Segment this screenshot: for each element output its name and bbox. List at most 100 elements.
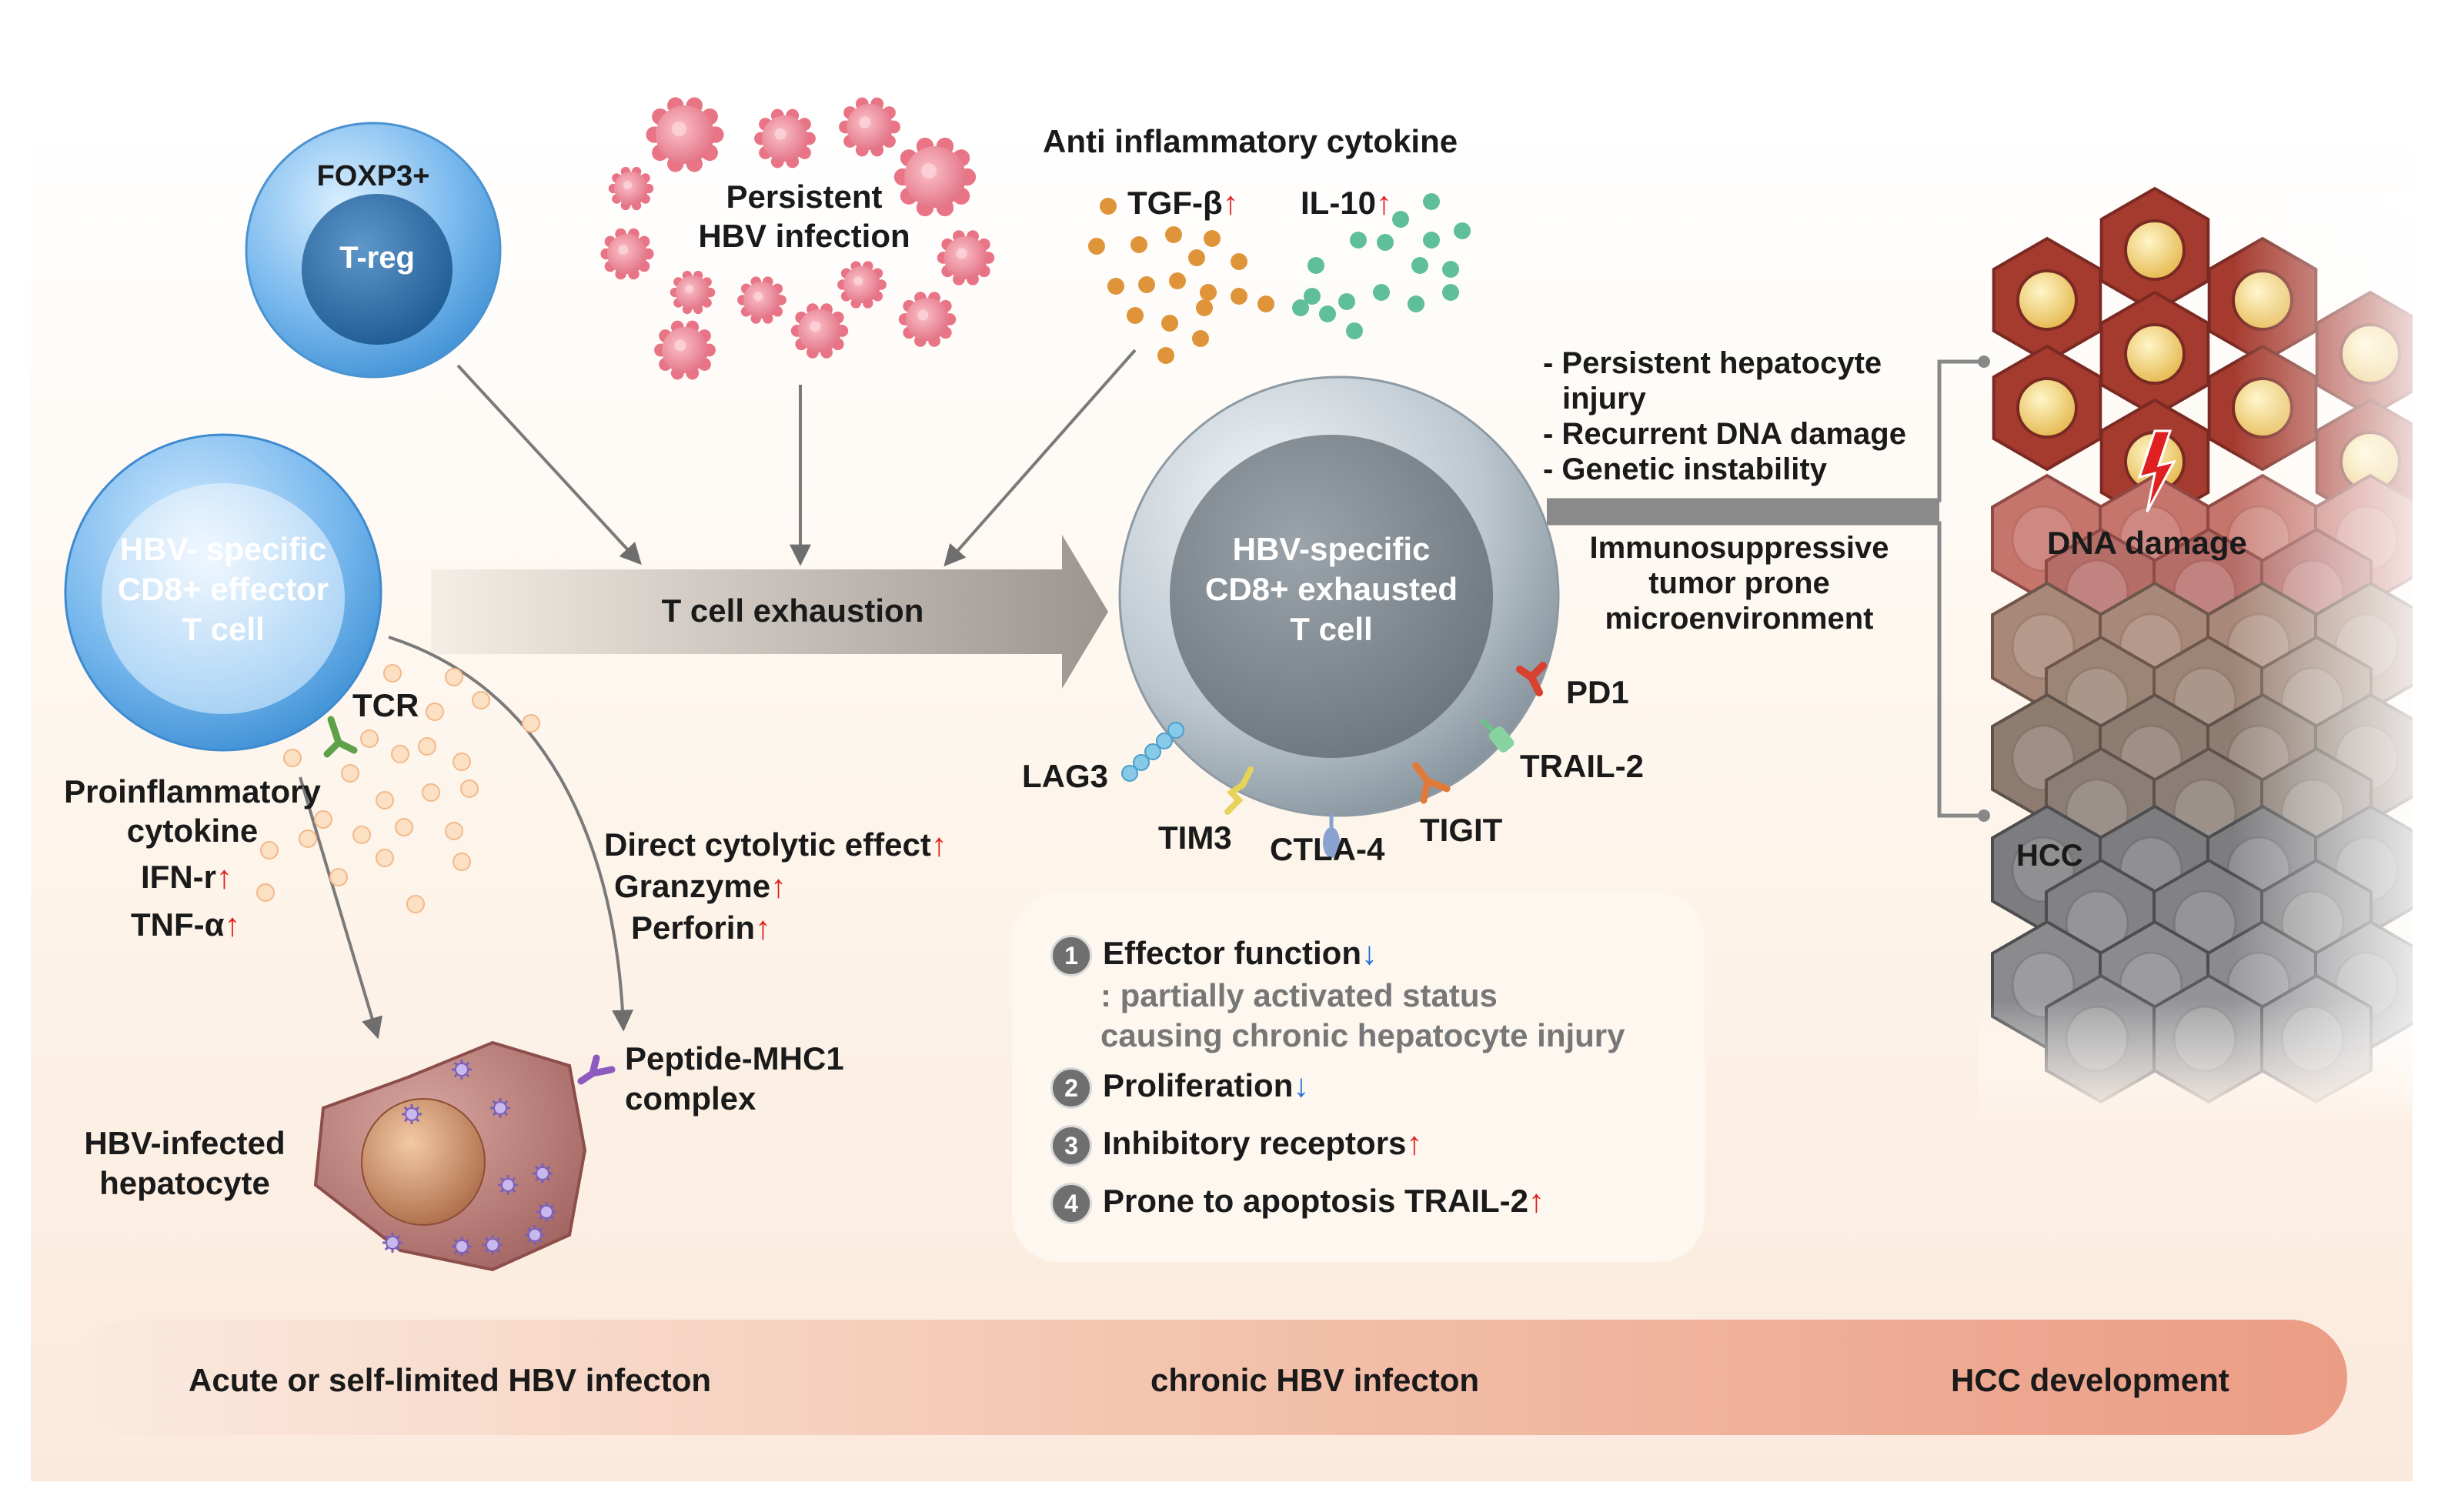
proinflammatory-dot (314, 810, 332, 829)
hcc-label: HCC (2016, 839, 2083, 873)
hepatocyte-virus (382, 1233, 402, 1253)
tgf-dot (1200, 284, 1217, 301)
tgf-dot (1100, 198, 1117, 215)
il10-dot (1319, 305, 1336, 322)
hepatocyte-label-2: hepatocyte (99, 1165, 270, 1201)
tgf-dot (1157, 347, 1174, 364)
proinflammatory-arrow (299, 776, 383, 1040)
virus-particle (670, 270, 716, 315)
proinflammatory-dot (283, 749, 302, 767)
hepatocyte-virus (490, 1098, 510, 1118)
microenv-label-2: tumor prone (1648, 566, 1830, 600)
il10-dot (1338, 293, 1355, 310)
il10-dot (1408, 295, 1424, 312)
proinflammatory-dot (376, 849, 394, 867)
hepatocyte-nucleus (2016, 269, 2078, 331)
tgf-beta-label: TGF-β↑ (1127, 185, 1239, 221)
stage-hcc: HCC development (1951, 1362, 2229, 1398)
tim3-receptor (1224, 766, 1254, 815)
feature-item-1-sub-2: causing chronic hepatocyte injury (1100, 1017, 1625, 1053)
virus-particle (790, 303, 849, 359)
il10-label: IL-10↑ (1301, 185, 1393, 221)
tgf-dot (1257, 295, 1274, 312)
virus-particle (600, 228, 654, 280)
hepatocyte-virus (452, 1060, 472, 1080)
proinflammatory-dot (522, 714, 540, 733)
dot-layer (256, 193, 1471, 1257)
tgf-dot (1231, 288, 1247, 305)
tigit-receptor (1412, 762, 1451, 804)
proinflammatory-dot (422, 783, 440, 802)
proinflammatory-dot (360, 729, 379, 748)
pd1-receptor (1516, 662, 1547, 696)
cytokine-arrow (943, 349, 1137, 567)
exhaustion-arrow (431, 535, 1108, 689)
treg-arrow (456, 364, 642, 566)
virus-particle (737, 276, 787, 324)
tnf-label: TNF-α↑ (131, 906, 241, 943)
ifn-label: IFN-r↑ (141, 859, 232, 895)
virus-particle (893, 137, 977, 217)
proinflammatory-dot (352, 826, 371, 844)
mhc-receptor (577, 1054, 616, 1085)
il10-dot (1454, 222, 1471, 239)
dna-damage-bolt (2137, 429, 2176, 512)
tigit-label: TIGIT (1420, 812, 1503, 848)
feature-box (1012, 893, 1705, 1262)
stage-acute: Acute or self-limited HBV infecton (189, 1362, 712, 1398)
cytolytic-label-1: Direct cytolytic effect↑ (604, 826, 947, 863)
exhausted-label-1: HBV-specific (1232, 531, 1431, 567)
il10-dot (1350, 232, 1367, 249)
effector-label-3: T cell (182, 611, 265, 647)
proinflammatory-dot (341, 764, 359, 783)
feature-item-1-sub-1: : partially activated status (1100, 977, 1498, 1013)
hepatocyte-label-1: HBV-infected (84, 1125, 286, 1161)
il10-dot (1423, 193, 1440, 210)
hcc-factor-2: injury (1562, 382, 1646, 416)
il10-dot (1292, 299, 1309, 316)
virus-label-1: Persistent (726, 179, 883, 215)
tgf-dot (1196, 299, 1213, 316)
tgf-dot (1231, 253, 1247, 270)
virus-particle (837, 261, 887, 309)
proinflammatory-dot (445, 668, 463, 686)
virus-particle (839, 97, 900, 157)
treg-cell (245, 122, 502, 379)
hepatocyte-nucleus (2124, 219, 2186, 281)
tgf-dot (1169, 272, 1186, 289)
liver-fade-bottom (1978, 1000, 2432, 1123)
hepatocyte-virus (498, 1175, 518, 1195)
proinflammatory-dot (418, 737, 436, 756)
hepatocyte-nucleus (2124, 323, 2186, 385)
proinflammatory-dot (472, 691, 490, 709)
il10-dot (1442, 284, 1459, 301)
dna-damage-label: DNA damage (2047, 525, 2247, 561)
proinflammatory-label-2: cytokine (126, 813, 259, 849)
hcc-factor-1: - Persistent hepatocyte (1543, 346, 1882, 380)
tgf-dot (1204, 230, 1221, 247)
exhaustion-label: T cell exhaustion (661, 592, 924, 629)
proinflammatory-dot (383, 664, 402, 683)
liver-bar (1547, 500, 1939, 523)
microenv-label-1: Immunosuppressive (1589, 531, 1889, 565)
proinflammatory-dot (299, 829, 317, 848)
tgf-dot (1127, 307, 1144, 324)
virus-particle (608, 166, 654, 211)
proinflammatory-dot (256, 883, 275, 902)
virus-particle (754, 108, 816, 169)
il10-dot (1442, 261, 1459, 278)
virus-layer (600, 97, 995, 380)
tgf-dot (1192, 330, 1209, 347)
tgf-dot (1130, 236, 1147, 253)
il10-dot (1308, 257, 1324, 274)
hepatocyte-virus (452, 1237, 472, 1257)
proinflammatory-dot (260, 841, 279, 859)
proinflammatory-dot (376, 791, 394, 809)
hepatocyte-nucleus (2016, 377, 2078, 439)
tim3-label: TIM3 (1158, 819, 1232, 856)
lag3-receptor (1121, 722, 1184, 782)
proinflammatory-dot (453, 853, 471, 871)
exhausted-label-2: CD8+ exhausted (1205, 571, 1458, 607)
